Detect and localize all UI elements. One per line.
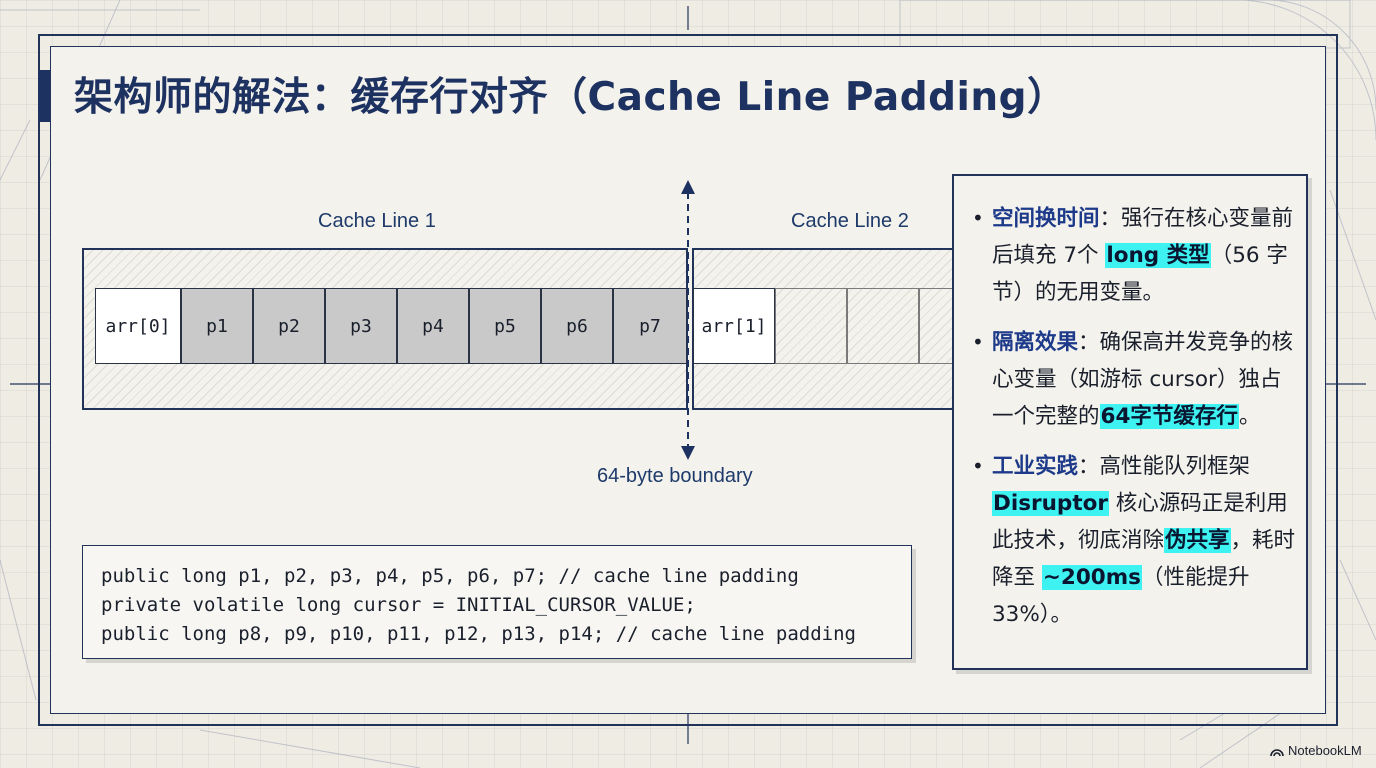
highlight-text: ~200ms xyxy=(1041,565,1142,590)
brand-text: NotebookLM xyxy=(1288,743,1362,758)
slide-frame-outer xyxy=(38,34,1338,726)
bullet-isolation: • 隔离效果：确保高并发竞争的核心变量（如游标 cursor）独占一个完整的64… xyxy=(972,324,1296,435)
bullet-lead: 隔离效果 xyxy=(992,330,1079,355)
bullet-text: ：高性能队列框架 xyxy=(1078,454,1251,479)
bullet-text: （56 字节）的无用变量。 xyxy=(992,243,1288,305)
cell-empty xyxy=(775,288,847,364)
highlight-text: 64字节缓存行 xyxy=(1099,404,1239,429)
boundary-arrow-icon xyxy=(681,180,695,460)
side-panel: • 空间换时间：强行在核心变量前后填充 7个 long 类型（56 字节）的无用… xyxy=(952,174,1308,670)
bullet-industry-practice: • 工业实践：高性能队列框架 Disruptor 核心源码正是利用此技术，彻底消除… xyxy=(972,448,1296,633)
highlight-text: 伪共享 xyxy=(1164,528,1231,553)
slide-title: 架构师的解法：缓存行对齐（Cache Line Padding） xyxy=(74,75,1067,120)
bullet-dot-icon: • xyxy=(972,206,984,230)
cache-line-2-label: Cache Line 2 xyxy=(791,210,909,232)
cell-empty xyxy=(847,288,919,364)
cell-p1: p1 xyxy=(181,288,253,364)
bullet-text: （性能提升 33%）。 xyxy=(992,565,1250,627)
cell-p7: p7 xyxy=(613,288,687,364)
bullet-lead: 空间换时间 xyxy=(992,206,1100,231)
cell-empty xyxy=(919,288,954,364)
bullet-space-for-time: • 空间换时间：强行在核心变量前后填充 7个 long 类型（56 字节）的无用… xyxy=(972,200,1296,311)
code-line: private volatile long cursor = INITIAL_C… xyxy=(101,594,696,616)
code-line: public long p8, p9, p10, p11, p12, p13, … xyxy=(101,623,856,645)
bullet-text: 核心源码正是利用此技术，彻底消除 xyxy=(992,491,1288,553)
cache-line-1-label: Cache Line 1 xyxy=(318,210,436,232)
cell-arr1: arr[1] xyxy=(693,288,775,364)
cell-p5: p5 xyxy=(469,288,541,364)
boundary-label: 64-byte boundary xyxy=(597,465,753,487)
cell-p4: p4 xyxy=(397,288,469,364)
bullet-lead: 工业实践 xyxy=(992,454,1079,479)
bullet-text: ，耗时降至 xyxy=(992,528,1296,590)
cell-p3: p3 xyxy=(325,288,397,364)
cell-p6: p6 xyxy=(541,288,613,364)
cell-p2: p2 xyxy=(253,288,325,364)
brand-watermark: NotebookLM xyxy=(1270,743,1362,758)
bullet-text: 。 xyxy=(1238,404,1261,429)
bullet-text: ：强行在核心变量前后填充 7个 xyxy=(992,206,1294,268)
highlight-text: Disruptor xyxy=(992,491,1109,516)
cell-arr0: arr[0] xyxy=(95,288,181,364)
code-snippet: public long p1, p2, p3, p4, p5, p6, p7; … xyxy=(82,545,912,659)
code-line: public long p1, p2, p3, p4, p5, p6, p7; … xyxy=(101,565,799,587)
notebooklm-logo-icon xyxy=(1270,748,1284,756)
bullet-text: ：确保高并发竞争的核心变量（如游标 cursor）独占一个完整的 xyxy=(992,330,1294,429)
bullet-dot-icon: • xyxy=(972,454,984,478)
title-accent-bar xyxy=(38,70,50,122)
bullet-dot-icon: • xyxy=(972,330,984,354)
highlight-text: long 类型 xyxy=(1105,243,1211,268)
